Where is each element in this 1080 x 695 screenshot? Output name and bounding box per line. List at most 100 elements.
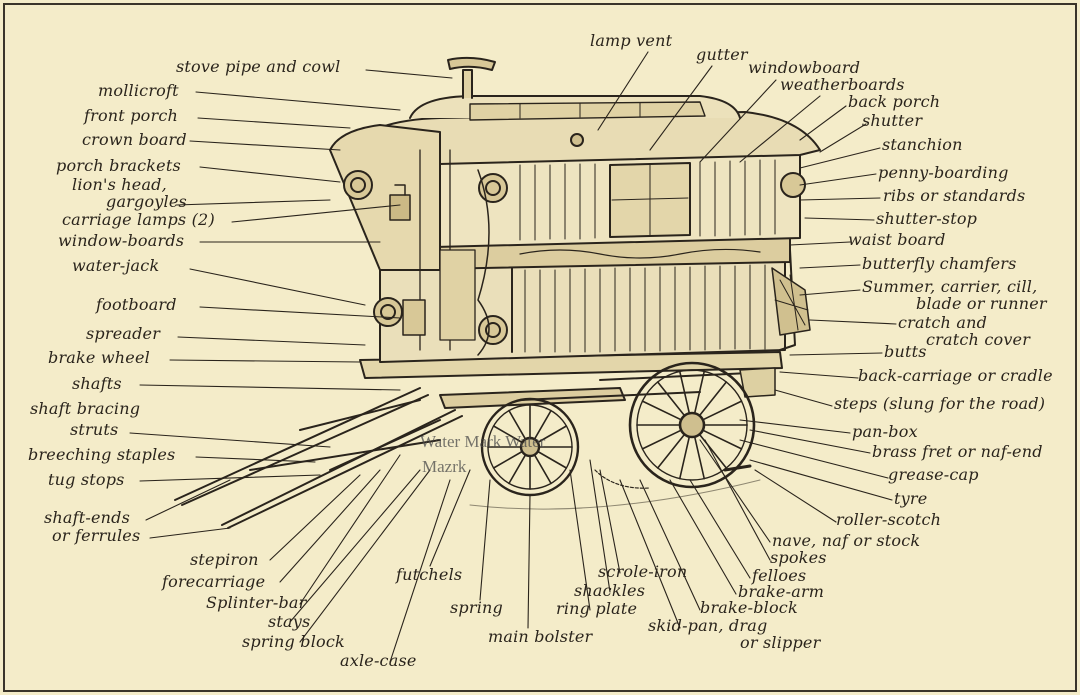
- label-back-porch: back porch: [848, 92, 941, 111]
- label-front-porch: front porch: [84, 106, 179, 125]
- leader-line: [789, 241, 851, 246]
- leader-line: [195, 456, 316, 463]
- cratch: [771, 267, 811, 336]
- label-shackles: shackles: [574, 581, 646, 600]
- leader-line: [197, 117, 351, 129]
- label-weatherboards: weatherboards: [780, 75, 905, 94]
- leader-line: [649, 65, 713, 151]
- leader-line: [365, 69, 453, 79]
- spoke: [492, 450, 524, 469]
- label-gargoyles: gargoyles: [106, 192, 187, 211]
- leader-line: [199, 166, 341, 183]
- leader-line: [809, 319, 897, 325]
- label-spring-block: spring block: [242, 632, 345, 651]
- label-lions-head: lion's head,: [72, 175, 167, 194]
- label-ribs: ribs or standards: [883, 186, 1026, 205]
- spoke: [533, 409, 552, 441]
- leader-line: [145, 479, 231, 521]
- label-struts: struts: [70, 420, 119, 439]
- spoke: [702, 400, 743, 421]
- label-spring: spring: [450, 598, 503, 617]
- label-pan-box: pan-box: [852, 422, 918, 441]
- leader-line: [289, 469, 421, 623]
- leader-line: [389, 479, 451, 663]
- leader-line: [739, 419, 851, 434]
- leader-line: [749, 459, 893, 501]
- label-forecarriage: forecarriage: [162, 572, 266, 591]
- watermark-line-2: Mazrk: [422, 457, 467, 476]
- label-or-slipper: or slipper: [740, 633, 821, 652]
- roller-scotch: [723, 464, 752, 472]
- spoke: [533, 453, 552, 485]
- leader-line: [195, 91, 401, 111]
- skid-pan-chain: [594, 469, 651, 489]
- front-porch: [329, 124, 806, 356]
- label-stays: stays: [268, 612, 311, 631]
- label-stove-pipe: stove pipe and cowl: [176, 57, 341, 76]
- label-mollicroft: mollicroft: [98, 81, 179, 100]
- label-shutter-stop: shutter-stop: [876, 209, 978, 228]
- label-summer: Summer, carrier, cill,: [862, 277, 1038, 296]
- leader-line: [699, 439, 771, 543]
- leader-line: [804, 217, 875, 221]
- label-back-carriage: back-carriage or cradle: [858, 366, 1053, 385]
- leader-line: [177, 336, 366, 346]
- leader-line: [299, 469, 431, 643]
- label-stepiron: stepiron: [190, 550, 259, 569]
- lower-boarding: [524, 264, 766, 353]
- leader-line: [669, 479, 737, 595]
- label-scrole-iron: scrole-iron: [598, 562, 688, 581]
- label-brake-wheel: brake wheel: [48, 348, 150, 367]
- label-porch-brackets: porch brackets: [56, 156, 181, 175]
- leader-line: [779, 371, 859, 379]
- leader-line: [739, 439, 889, 479]
- leader-lines: [129, 51, 897, 663]
- spoke: [702, 429, 743, 450]
- label-roller-scotch: roller-scotch: [836, 510, 942, 529]
- leader-line: [231, 204, 401, 223]
- leader-line: [589, 459, 611, 593]
- label-blade: blade or runner: [916, 294, 1047, 313]
- spoke: [698, 433, 728, 469]
- leader-line: [429, 469, 471, 567]
- label-breeching: breeching staples: [28, 445, 176, 464]
- carriage-lamp: [389, 184, 411, 221]
- spoke: [536, 425, 568, 444]
- label-butterfly-chamfers: butterfly chamfers: [862, 254, 1017, 273]
- upper-boarding: [519, 159, 776, 241]
- spoke: [508, 453, 527, 485]
- leader-line: [739, 95, 821, 163]
- leader-line: [479, 479, 491, 601]
- leader-line: [789, 352, 883, 356]
- label-nave: nave, naf or stock: [772, 531, 921, 550]
- water-jack: [402, 299, 426, 336]
- label-shaft-bracing: shaft bracing: [30, 399, 141, 418]
- label-brake-block: brake-block: [700, 598, 798, 617]
- label-water-jack: water-jack: [72, 256, 160, 275]
- label-shaft-ends: shaft-ends: [44, 508, 131, 527]
- label-skid-pan: skid-pan, drag: [648, 616, 768, 635]
- leader-line: [799, 173, 877, 186]
- leader-line: [799, 147, 881, 169]
- label-brass-fret: brass fret or naf-end: [872, 442, 1043, 461]
- label-shafts: shafts: [72, 374, 122, 393]
- label-window-boards: window-boards: [58, 231, 185, 250]
- leader-line: [129, 432, 331, 448]
- label-tyre: tyre: [894, 489, 928, 508]
- spoke: [698, 381, 728, 417]
- leader-line: [269, 474, 361, 561]
- spoke: [678, 435, 691, 480]
- label-futchels: futchels: [396, 565, 463, 584]
- leader-line: [597, 51, 649, 131]
- label-grease-cap: grease-cap: [888, 465, 979, 484]
- leader-line: [139, 474, 321, 482]
- spoke: [641, 400, 682, 421]
- label-brake-arm: brake-arm: [738, 582, 825, 601]
- leader-line: [639, 479, 701, 611]
- spoke: [641, 429, 682, 450]
- leader-line: [149, 527, 231, 539]
- leader-line: [699, 79, 777, 163]
- label-cratch-cover: cratch cover: [926, 330, 1031, 349]
